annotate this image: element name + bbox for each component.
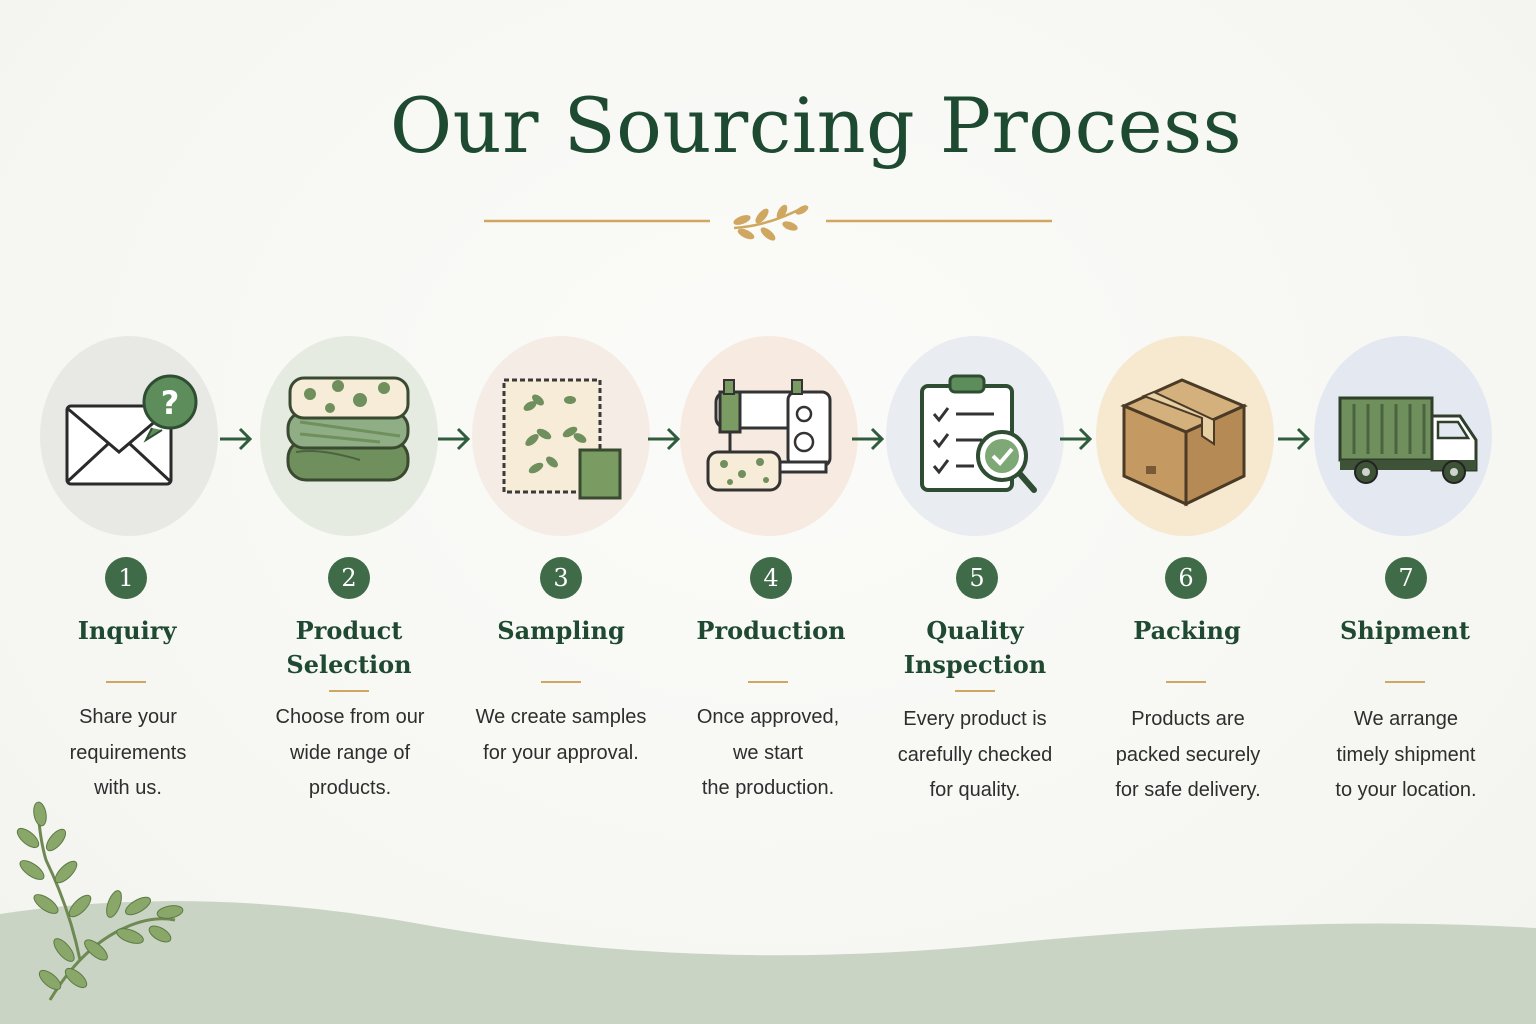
step-6-number-badge: 6: [1165, 557, 1207, 599]
clipboard-check-icon: [920, 374, 1037, 493]
step-2-title: Product Selection: [286, 616, 412, 679]
arrow-icon: [438, 427, 471, 451]
step-4-description: Once approved, we start the production.: [696, 706, 840, 799]
step-3-circle: [472, 336, 650, 536]
step-7-number-badge: 7: [1385, 557, 1427, 599]
step-5-rule: [955, 690, 995, 692]
step-5-circle: [886, 336, 1064, 536]
step-5-title: Quality Inspection: [903, 616, 1047, 679]
step-3-description: We create samples for your approval.: [475, 706, 647, 764]
arrow-icon: [220, 427, 253, 451]
step-3-number-badge: 3: [540, 557, 582, 599]
svg-text:?: ?: [161, 384, 180, 422]
envelope-question-icon: ?: [65, 374, 198, 486]
step-6-circle: [1096, 336, 1274, 536]
step-1-rule: [106, 681, 146, 683]
step-1-circle: ?: [40, 336, 218, 536]
step-2-rule: [329, 690, 369, 692]
step-3-rule: [541, 681, 581, 683]
delivery-truck-icon: [1338, 396, 1478, 484]
arrow-icon: [1278, 427, 1311, 451]
background-hill: [0, 901, 1536, 1024]
title-divider: [484, 204, 1052, 241]
arrow-icon: [648, 427, 681, 451]
step-7-circle: [1314, 336, 1492, 536]
step-6-title: Packing: [1133, 616, 1241, 645]
arrow-icon: [1060, 427, 1093, 451]
step-5-number-badge: 5: [956, 557, 998, 599]
step-4-circle: [680, 336, 858, 536]
step-5-description: Every product is carefully checked for q…: [897, 708, 1053, 801]
step-4-rule: [748, 681, 788, 683]
step-2-number-badge: 2: [328, 557, 370, 599]
step-6-rule: [1166, 681, 1206, 683]
arrow-icon: [852, 427, 885, 451]
fabric-swatch-icon: [502, 378, 622, 500]
step-1-title: Inquiry: [77, 616, 177, 645]
page-title: Our Sourcing Process: [389, 81, 1243, 170]
leaf-branch-icon: [16, 801, 184, 1001]
sewing-machine-icon: [706, 379, 832, 492]
step-6-description: Products are packed securely for safe de…: [1115, 708, 1261, 801]
folded-fabrics-icon: [286, 376, 410, 482]
cardboard-box-icon: [1120, 378, 1248, 507]
step-7-description: We arrange timely shipment to your locat…: [1335, 708, 1477, 801]
step-3-title: Sampling: [497, 616, 625, 645]
step-1-description: Share your requirements with us.: [69, 706, 187, 799]
step-2-description: Choose from our wide range of products.: [275, 706, 425, 799]
laurel-icon: [733, 204, 809, 241]
step-7-title: Shipment: [1340, 616, 1470, 645]
step-1-number-badge: 1: [105, 557, 147, 599]
step-4-number-badge: 4: [750, 557, 792, 599]
step-2-circle: [260, 336, 438, 536]
step-4-title: Production: [696, 616, 846, 645]
step-7-rule: [1385, 681, 1425, 683]
